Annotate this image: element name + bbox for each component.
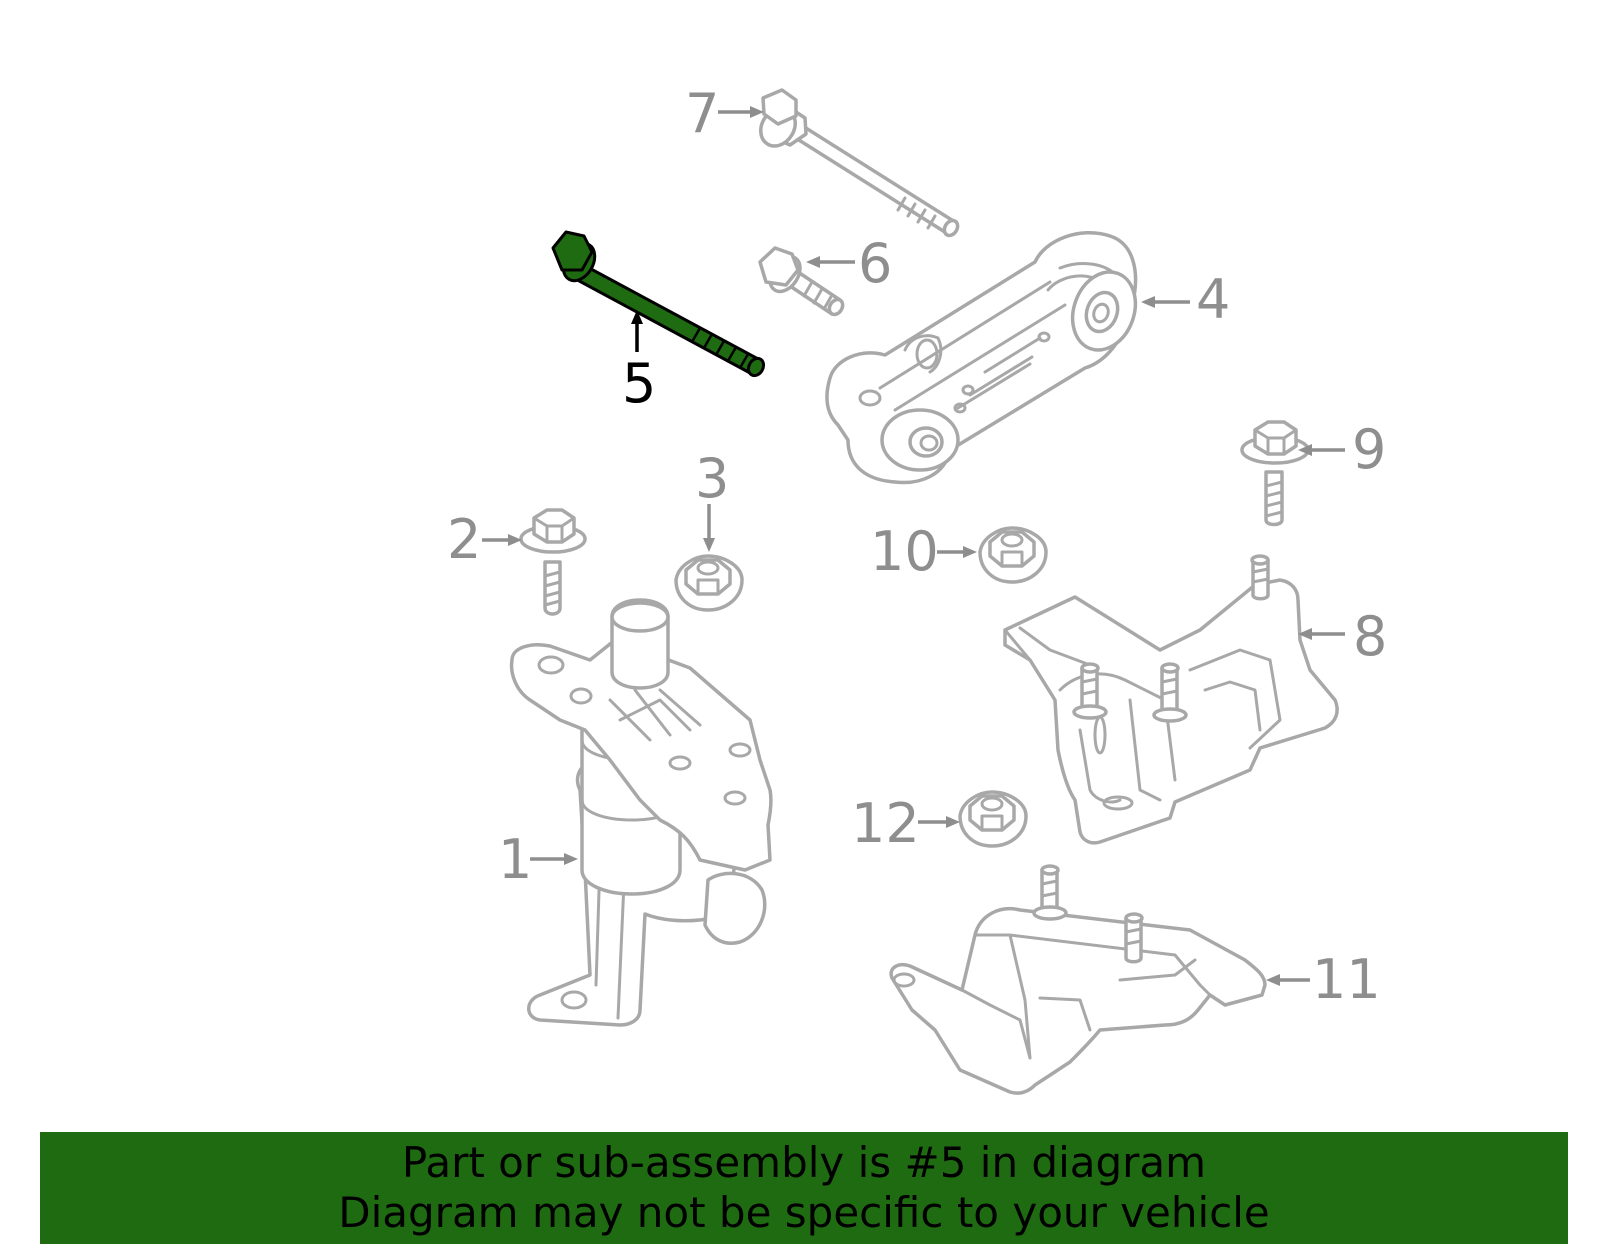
callout-label-5: 5 [622,352,656,415]
callout-11: 11 [1266,948,1381,1011]
callout-label-7: 7 [685,82,719,145]
part-5-bolt[interactable] [551,230,767,378]
callout-12: 12 [851,792,960,855]
callout-4: 4 [1141,268,1230,331]
callout-7: 7 [685,82,764,145]
part-info-banner: Part or sub-assembly is #5 in diagram Di… [40,1132,1568,1244]
callout-5: 5 [622,310,656,415]
callout-9: 9 [1298,418,1386,481]
callout-label-2: 2 [447,508,481,571]
part-10-nut[interactable] [978,526,1048,584]
part-2-bolt[interactable] [519,508,587,616]
callout-label-12: 12 [851,792,920,855]
callout-label-10: 10 [870,520,939,583]
callout-8: 8 [1298,605,1387,668]
part-9-bolt[interactable] [1240,420,1310,527]
callout-10: 10 [870,520,977,583]
banner-line-1: Part or sub-assembly is #5 in diagram [401,1138,1207,1187]
part-1-engine-mount[interactable] [509,598,773,1027]
banner-line-2: Diagram may not be specific to your vehi… [338,1188,1270,1237]
callout-label-6: 6 [858,232,892,295]
part-12-nut[interactable] [958,790,1028,848]
callout-label-1: 1 [498,828,532,891]
part-8-bracket[interactable] [1003,554,1339,845]
part-7-bolt[interactable] [754,88,960,238]
callout-label-11: 11 [1312,948,1381,1011]
part-6-bolt[interactable] [758,246,845,317]
callout-label-8: 8 [1353,605,1387,668]
callout-label-9: 9 [1352,418,1386,481]
callout-6: 6 [806,232,892,295]
callout-label-4: 4 [1196,268,1230,331]
part-11-bracket[interactable] [889,864,1267,1095]
callout-3: 3 [695,447,729,552]
part-3-nut[interactable] [674,554,744,612]
callout-2: 2 [447,508,522,571]
callout-label-3: 3 [695,447,729,510]
part-4-torque-rod[interactable] [825,231,1146,485]
callout-1: 1 [498,828,578,891]
